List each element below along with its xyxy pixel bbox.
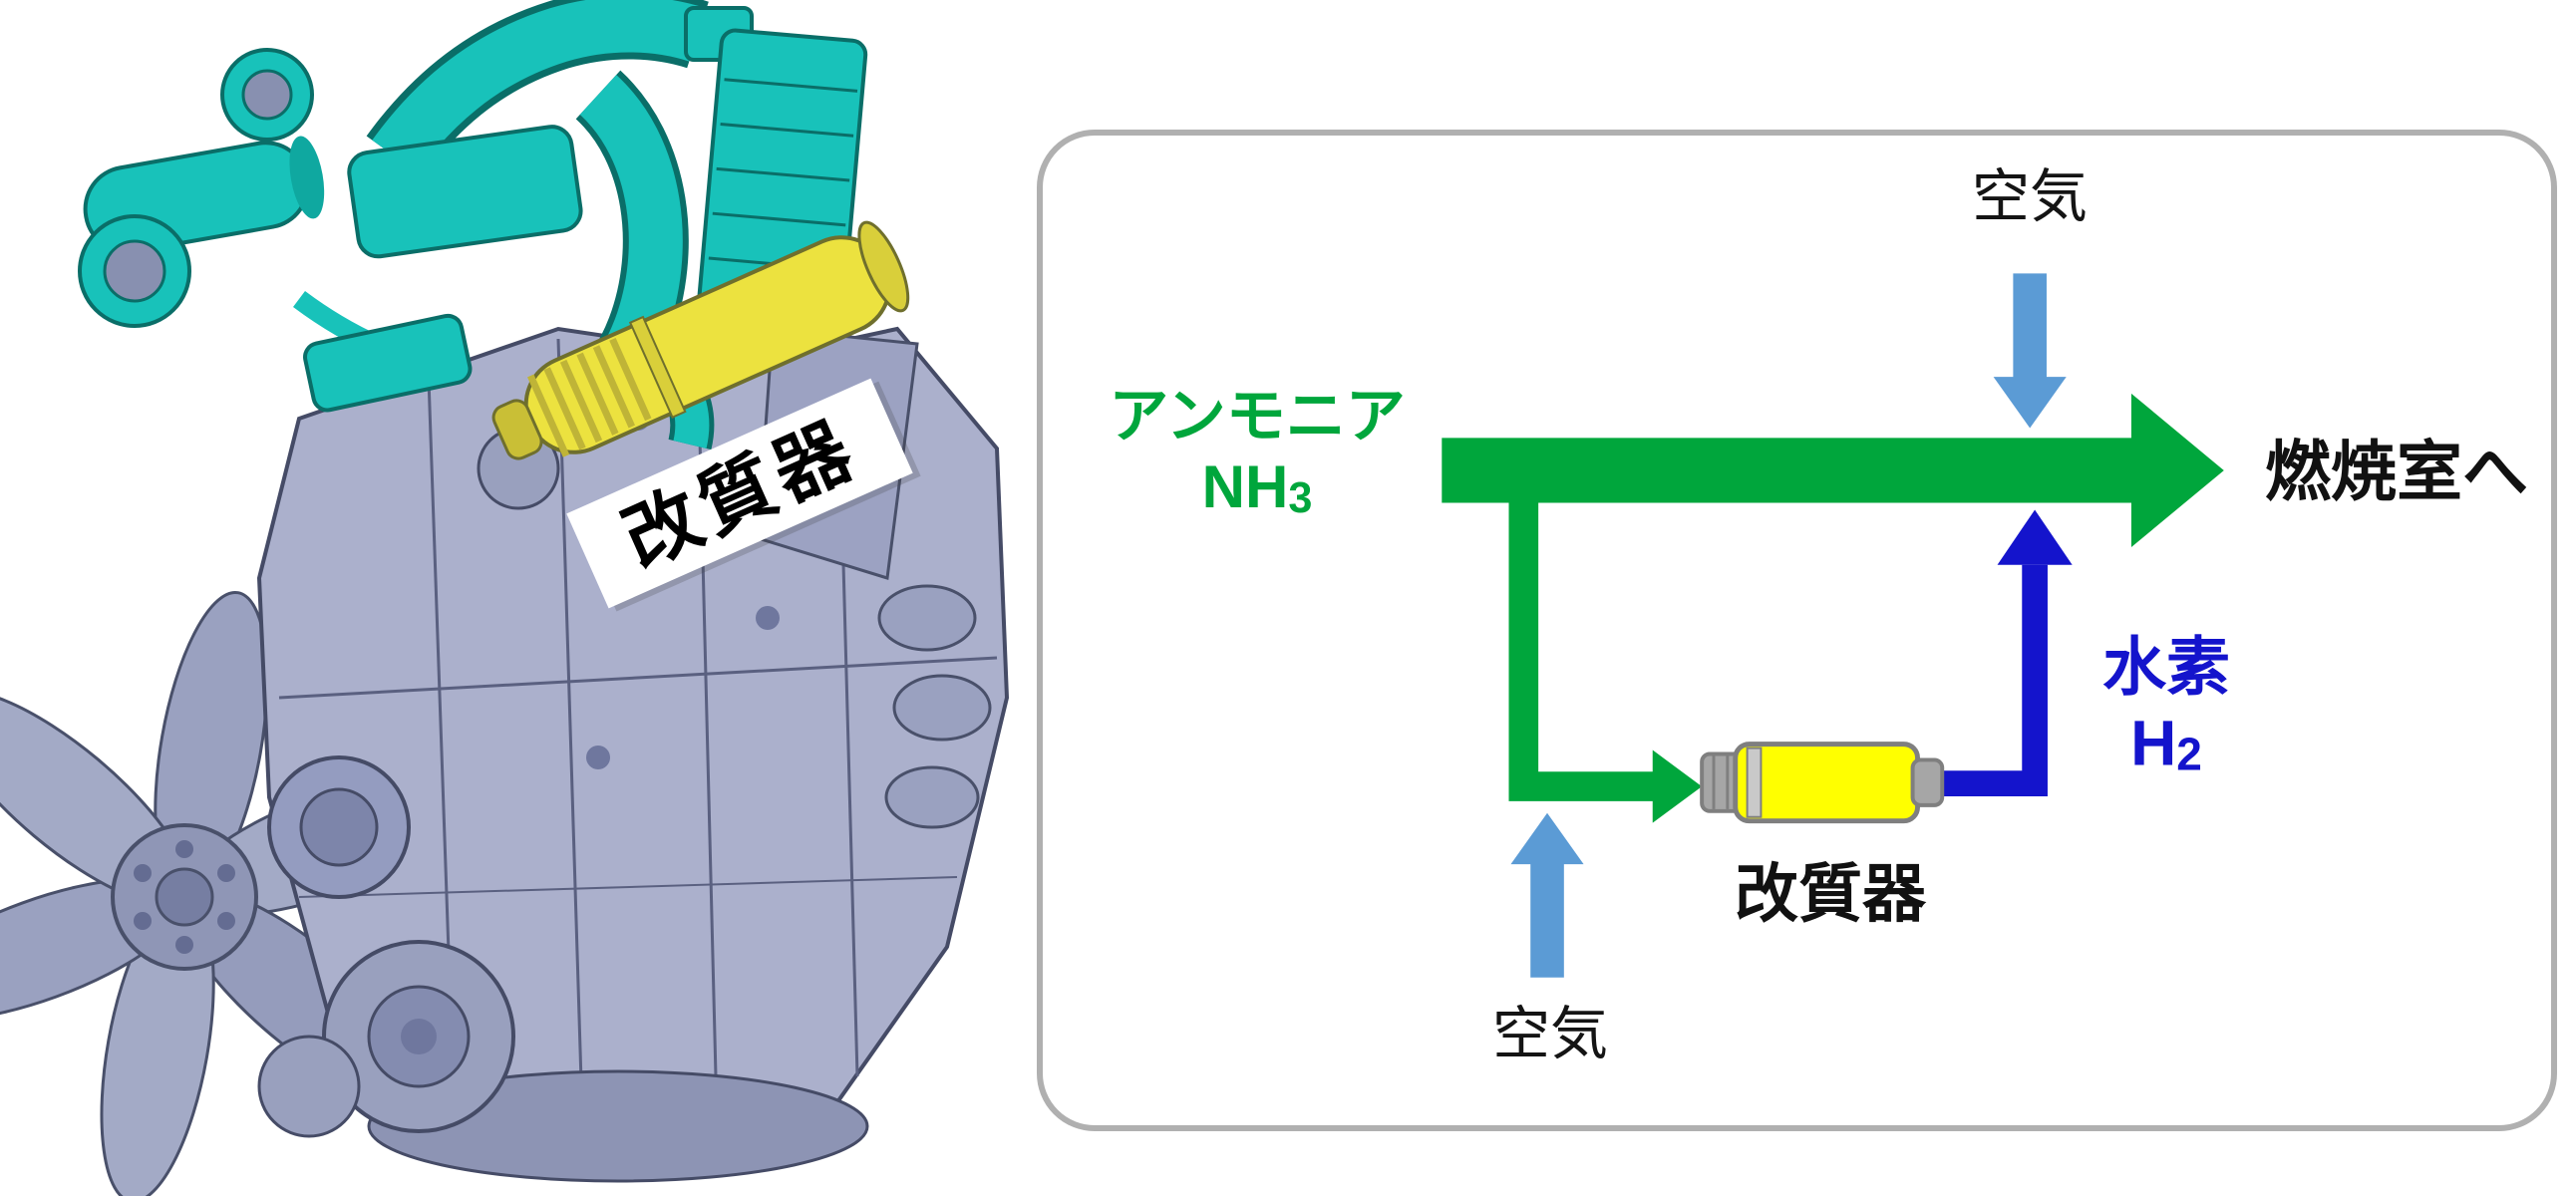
- flow-arrows-svg: [1442, 273, 2224, 978]
- surge-tank: [347, 125, 583, 259]
- ammonia-label-formula: NH3: [1201, 453, 1313, 523]
- ammonia-label: アンモニア NH3: [1109, 382, 1406, 523]
- air-bottom-arrow: [1510, 812, 1584, 978]
- hydrogen-label-formula: H2: [2130, 707, 2202, 780]
- ammonia-main-arrow: [1442, 393, 2224, 548]
- ammonia-label-name: アンモニア: [1109, 383, 1406, 450]
- ammonia-branch-line: [1508, 479, 1655, 801]
- combustion-chamber-label: 燃焼室へ: [2265, 435, 2528, 509]
- reformer-cylinder-icon: [1700, 742, 1945, 824]
- engine-illustration: 改質器: [0, 0, 1037, 1196]
- air-bottom-label: 空気: [1491, 1001, 1609, 1066]
- hydrogen-line: [1937, 564, 2048, 796]
- hydrogen-label-name: 水素: [2102, 631, 2230, 704]
- engine-cad-svg: 改質器: [0, 0, 1010, 1196]
- ammonia-branch-arrowhead: [1652, 749, 1703, 823]
- air-top-label: 空気: [1971, 163, 2089, 229]
- fuel-rail: [303, 313, 473, 413]
- engine-reformer-cylinder: [491, 220, 910, 460]
- reformer-label: 改質器: [1735, 858, 1926, 931]
- hydrogen-arrowhead: [1997, 509, 2073, 565]
- engine-block: [256, 326, 1010, 1183]
- hydrogen-label: 水素 H2: [2102, 630, 2230, 780]
- air-top-arrow: [1993, 273, 2067, 429]
- flow-diagram-frame: 空気 アンモニア NH3 燃焼室へ 水素 H2 改質器 空気: [1037, 130, 2557, 1131]
